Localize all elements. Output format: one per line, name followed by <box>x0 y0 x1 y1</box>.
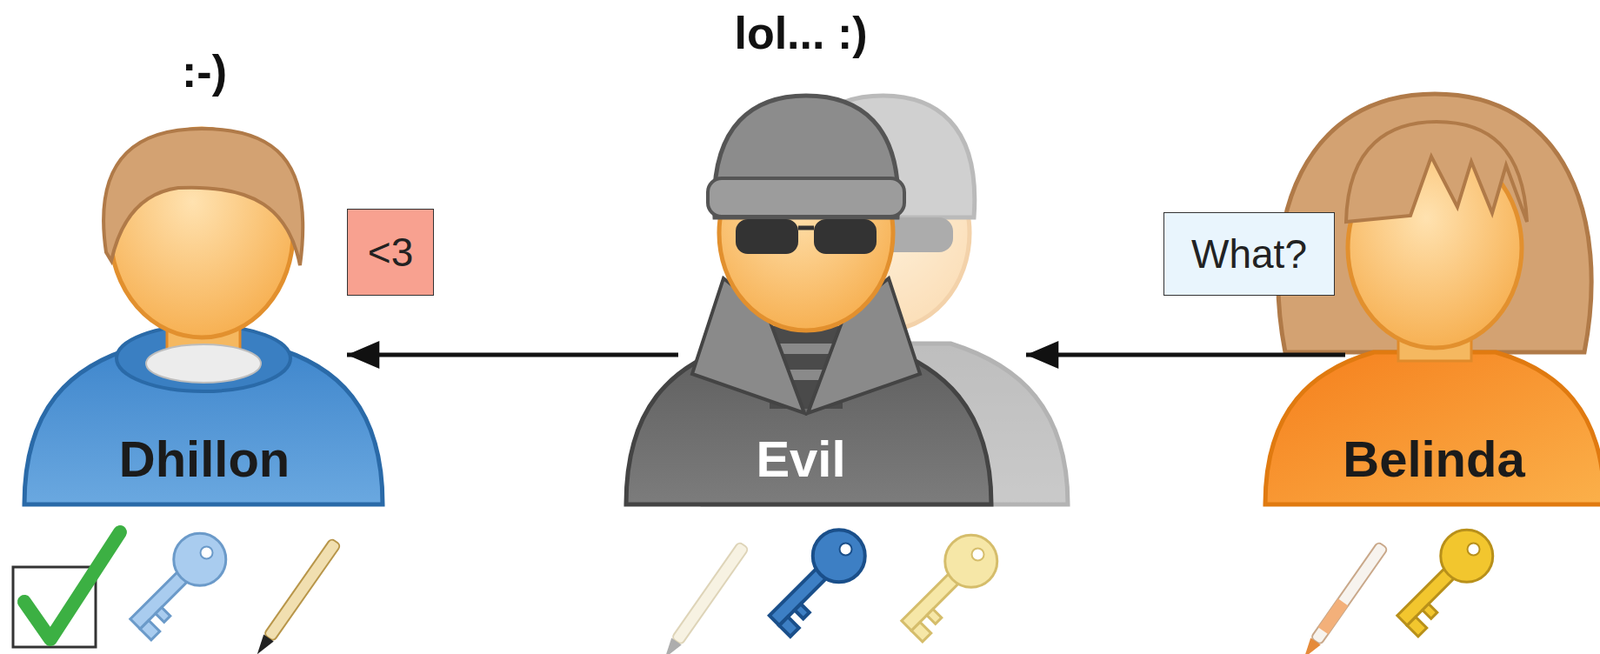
shirt <box>146 344 261 383</box>
pen-nib <box>1299 637 1321 654</box>
shirt-body <box>1265 352 1600 505</box>
person-name: Belinda <box>1342 430 1526 488</box>
sunglasses-lens <box>813 219 877 254</box>
key-tooth <box>926 608 942 624</box>
hair-bangs <box>1346 121 1527 222</box>
speech-label: lol... :) <box>733 6 867 60</box>
message-text: <3 <box>367 228 414 276</box>
attacker-node: Evil <box>678 86 1027 505</box>
key-head <box>933 524 1008 599</box>
key-head <box>1429 519 1504 594</box>
pen-body <box>263 538 341 642</box>
pen-body <box>1310 541 1388 646</box>
pen-body <box>671 541 749 646</box>
key-tooth <box>911 621 932 642</box>
message-box: <3 <box>346 208 434 296</box>
speech-label: :-) <box>181 45 227 98</box>
key-tooth <box>1406 616 1427 637</box>
verified-checkbox <box>13 532 120 647</box>
person-node: Dhillon <box>26 86 347 505</box>
hair <box>103 128 303 266</box>
key-icon <box>755 519 876 640</box>
pen-nib <box>660 637 682 654</box>
key-head <box>162 522 237 597</box>
key-tooth <box>140 620 160 640</box>
message-text: What? <box>1191 230 1307 278</box>
pen-icon <box>1299 541 1388 654</box>
pen-grip <box>1318 598 1348 634</box>
dhillon-figure <box>24 128 383 505</box>
key-head <box>801 519 876 594</box>
key-hole <box>837 540 855 559</box>
key-hole <box>198 544 216 562</box>
sunglasses-lens <box>735 219 799 254</box>
key-hole <box>969 546 987 564</box>
message-box: What? <box>1163 212 1335 296</box>
pen-icon <box>660 541 749 654</box>
key-icon <box>116 522 237 643</box>
key-hole <box>1465 540 1483 559</box>
person-name: Dhillon <box>119 430 291 488</box>
beanie-band <box>707 178 905 217</box>
key-tooth <box>155 606 171 622</box>
check-mark <box>24 532 120 640</box>
message-arrow <box>1026 353 1346 358</box>
key-tooth <box>1422 603 1438 619</box>
key-tooth <box>794 603 810 619</box>
key-tooth <box>779 616 800 637</box>
key-icon <box>1383 519 1504 640</box>
person-node: Belinda <box>1345 86 1592 505</box>
person-name: Evil <box>755 430 846 488</box>
sunglasses-bridge <box>798 226 814 231</box>
message-arrow <box>346 353 679 358</box>
belinda-figure <box>1265 93 1600 505</box>
pen-icon <box>252 538 341 654</box>
pen-nib <box>252 633 274 654</box>
key-icon <box>887 524 1008 645</box>
evil-figure <box>626 95 992 505</box>
